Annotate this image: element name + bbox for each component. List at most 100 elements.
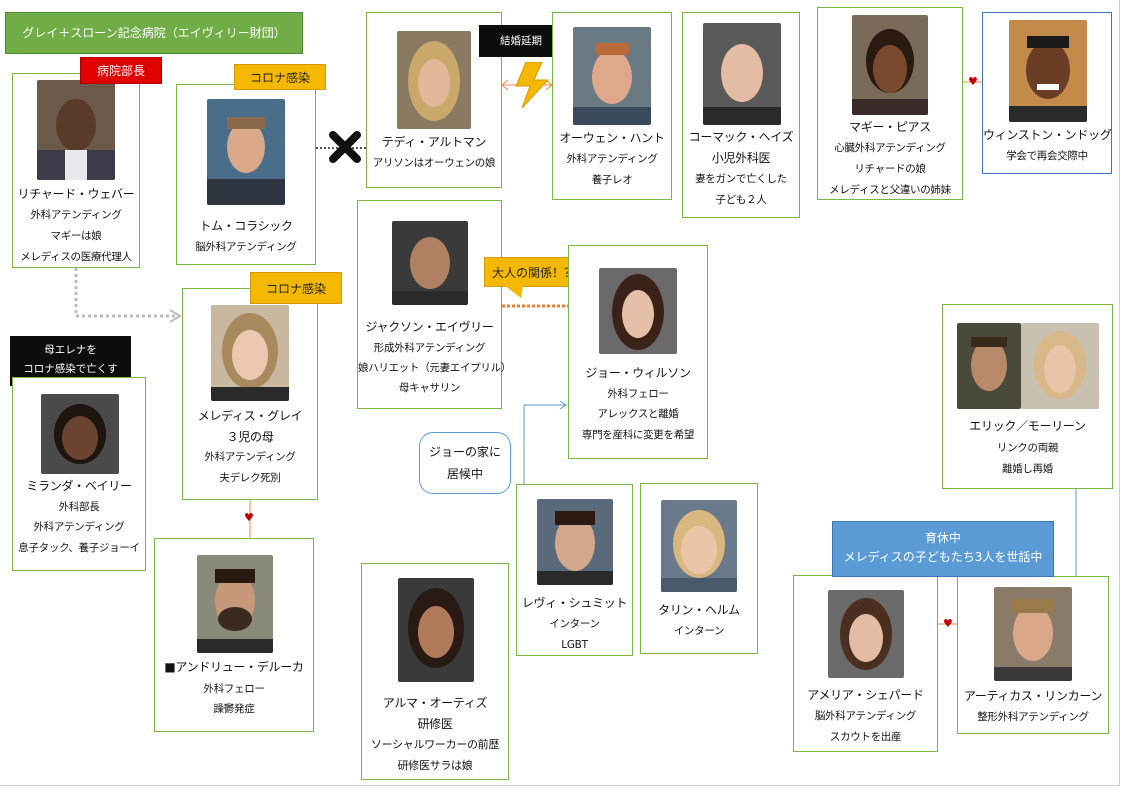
- info-line: 養子レオ: [591, 174, 633, 186]
- parental-leave-box: 育休中 メレディスの子どもたち3人を世話中: [832, 521, 1054, 577]
- lightning-icon: [515, 62, 550, 108]
- portrait-atticus: [994, 587, 1072, 681]
- info-line: 外科アテンディング: [204, 451, 296, 463]
- card-miranda: ミランダ・ベイリー 外科部長 外科アテンディング 息子タック、養子ジョーイ: [12, 377, 146, 571]
- heart-icon: ♥: [244, 511, 254, 524]
- name-maggie: マギー・ピアス: [849, 120, 931, 134]
- info-line: 母キャサリン: [398, 382, 461, 394]
- name-jackson: ジャクソン・エイヴリー: [365, 320, 494, 334]
- info-line: 外科アテンディング: [33, 521, 125, 533]
- portrait-cormac: [703, 23, 781, 125]
- tag-director: 病院部長: [80, 57, 162, 84]
- name-meredith: メレディス・グレイ: [197, 409, 303, 423]
- portrait-amelia: [828, 590, 904, 678]
- info-line: ソーシャルワーカーの前歴: [370, 738, 500, 751]
- info-line: 整形外科アテンディング: [977, 711, 1089, 723]
- info-line: 外科フェロー: [607, 388, 669, 400]
- parental-leave-desc: メレディスの子どもたち3人を世話中: [843, 550, 1043, 564]
- card-winston: ウィンストン・ンドッグ 学会で再会交際中: [982, 12, 1112, 174]
- portrait-miranda: [41, 394, 119, 474]
- tag-covid: コロナ感染: [234, 64, 326, 90]
- tag-wedding-postponed: 結婚延期: [479, 25, 563, 57]
- card-tom: トム・コラシック 脳外科アテンディング: [176, 84, 316, 265]
- info-line: リチャードの娘: [854, 163, 926, 175]
- info-line: インターン: [549, 618, 600, 630]
- info-line: 脳外科アテンディング: [195, 241, 297, 253]
- info-line: 研修医サラは娘: [397, 759, 473, 772]
- portrait-meredith: [211, 305, 289, 401]
- card-andrew: ■アンドリュー・デルーカ 外科フェロー 躁鬱発症: [154, 538, 314, 732]
- tag-covid: コロナ感染: [250, 272, 342, 304]
- card-meredith: メレディス・グレイ ３児の母 外科アテンディング 夫デレク死別: [182, 288, 318, 500]
- info-line: 形成外科アテンディング: [373, 342, 486, 354]
- hospital-title: グレイ＋スローン記念病院（エイヴィリー財団）: [5, 12, 303, 54]
- break-up-icon: [329, 131, 361, 163]
- card-cormac: コーマック・ヘイズ 小児外科医 妻をガンで亡くした 子ども２人: [682, 12, 800, 218]
- info-line: 心臓外科アテンディング: [834, 142, 946, 154]
- name-eric-maureen: エリック／モーリーン: [969, 419, 1086, 433]
- portrait-maggie: [852, 15, 928, 115]
- card-levi: レヴィ・シュミット インターン LGBT: [516, 484, 633, 656]
- info-line: 夫デレク死別: [219, 472, 281, 484]
- card-amelia: アメリア・シェパード 脳外科アテンディング スカウトを出産: [793, 575, 938, 752]
- info-line: 息子タック、養子ジョーイ: [18, 542, 140, 554]
- info-line: 小児外科医: [711, 151, 771, 165]
- card-jo: ジョー・ウィルソン 外科フェロー アレックスと離婚 専門を産科に変更を希望: [568, 245, 708, 459]
- name-taryn: タリン・ヘルム: [658, 603, 740, 617]
- tag-line: 母エレナを: [44, 344, 97, 356]
- name-teddy: テディ・アルトマン: [381, 135, 487, 149]
- callout-line: 居候中: [446, 467, 483, 481]
- heart-icon: ♥: [968, 75, 978, 88]
- name-alma: アルマ・オーティズ: [382, 696, 488, 710]
- info-line: 脳外科アテンディング: [814, 710, 917, 722]
- portrait-winston: [1009, 20, 1087, 122]
- card-eric-maureen: エリック／モーリーン リンクの両親 離婚し再婚: [942, 304, 1113, 489]
- portrait-richard: [37, 80, 115, 180]
- name-atticus: アーティカス・リンカーン: [963, 689, 1103, 703]
- heart-icon: ♥: [943, 617, 953, 630]
- info-line: 外科フェロー: [203, 683, 265, 695]
- info-line: リンクの両親: [996, 442, 1059, 454]
- card-alma: アルマ・オーティズ 研修医 ソーシャルワーカーの前歴 研修医サラは娘: [361, 563, 509, 780]
- name-tom: トム・コラシック: [199, 219, 293, 233]
- info-line: 離婚し再婚: [1002, 463, 1053, 475]
- info-line: LGBT: [561, 639, 588, 651]
- tag-line: コロナ感染で亡くす: [23, 363, 118, 375]
- card-atticus: アーティカス・リンカーン 整形外科アテンディング: [957, 576, 1109, 734]
- callout-line: ジョーの家に: [428, 445, 501, 459]
- info-line: 外科アテンディング: [30, 209, 122, 221]
- info-line: アリソンはオーウェンの娘: [372, 157, 496, 169]
- info-line: アレックスと離婚: [597, 408, 679, 420]
- card-richard: リチャード・ウェバー 外科アテンディング マギーは娘 メレディスの医療代理人: [12, 73, 140, 268]
- name-jo: ジョー・ウィルソン: [585, 366, 691, 380]
- info-line: 研修医: [417, 717, 453, 731]
- name-levi: レヴィ・シュミット: [521, 596, 628, 610]
- portrait-jo: [599, 268, 677, 354]
- info-line: スカウトを出産: [829, 731, 902, 743]
- info-line: 外科部長: [58, 501, 100, 513]
- portrait-alma: [398, 578, 474, 682]
- portrait-maureen: [1021, 323, 1099, 409]
- info-line: 専門を産科に変更を希望: [581, 429, 695, 441]
- tag-pointer: [505, 286, 523, 298]
- info-line: 子ども２人: [715, 194, 767, 206]
- card-maggie: マギー・ピアス 心臓外科アテンディング リチャードの娘 メレディスと父違いの姉妹: [817, 7, 963, 200]
- info-line: メレディスの医療代理人: [20, 251, 132, 263]
- name-amelia: アメリア・シェパード: [807, 688, 924, 702]
- info-line: ３児の母: [226, 430, 274, 444]
- portrait-taryn: [661, 500, 737, 592]
- portrait-levi: [537, 499, 613, 585]
- portrait-teddy: [397, 31, 471, 129]
- name-owen: オーウェン・ハント: [559, 131, 665, 145]
- name-miranda: ミランダ・ベイリー: [26, 479, 132, 493]
- tag-adult-relationship: 大人の関係！？: [484, 257, 584, 287]
- info-line: メレディスと父違いの姉妹: [829, 184, 951, 196]
- info-line: マギーは娘: [50, 230, 102, 242]
- parental-leave-title: 育休中: [924, 531, 961, 545]
- portrait-tom: [207, 99, 285, 205]
- portrait-owen: [573, 27, 651, 125]
- info-line: 娘ハリエット（元妻エイプリル）: [358, 362, 511, 374]
- portrait-eric: [957, 323, 1021, 409]
- info-line: 学会で再会交際中: [1006, 150, 1088, 162]
